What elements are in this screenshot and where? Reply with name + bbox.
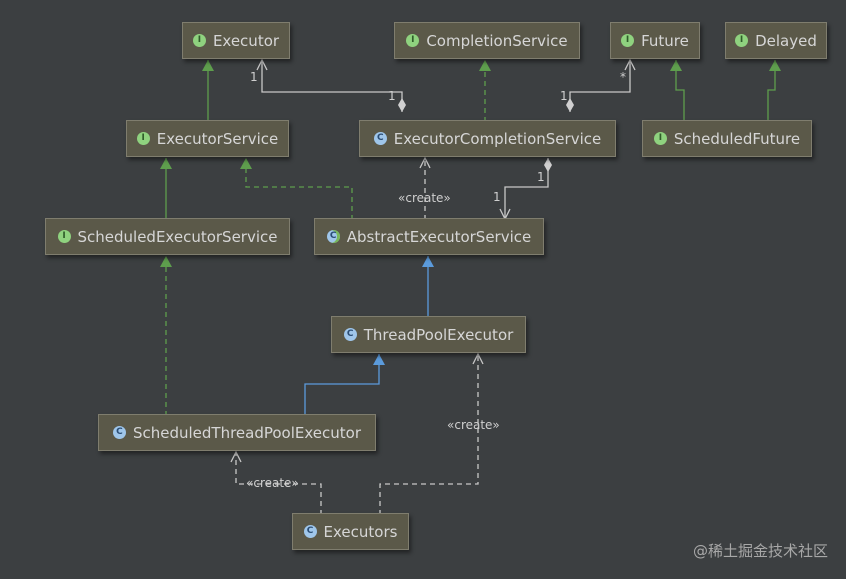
interface-icon: I xyxy=(136,132,150,145)
node-future[interactable]: I Future xyxy=(610,22,700,59)
node-scheduled-thread-pool-executor-label: ScheduledThreadPoolExecutor xyxy=(132,423,362,442)
node-scheduled-future-label: ScheduledFuture xyxy=(673,129,801,148)
node-completion-service[interactable]: I CompletionService xyxy=(394,22,580,59)
node-executor-service[interactable]: I ExecutorService xyxy=(126,120,289,157)
node-executor-label: Executor xyxy=(212,31,280,50)
multiplicity-ecs-future-end: 1 xyxy=(560,89,568,103)
multiplicity-aes-end: 1 xyxy=(493,190,501,204)
node-executor[interactable]: I Executor xyxy=(182,22,290,59)
class-icon: C xyxy=(343,328,357,341)
interface-icon: I xyxy=(621,34,635,47)
node-executor-service-label: ExecutorService xyxy=(156,129,279,148)
node-future-label: Future xyxy=(641,31,689,50)
edge-executorcompletionservice-has-abstractexecutorservice xyxy=(505,158,548,219)
edge-abstractexecutorservice-implements-executorservice xyxy=(240,158,353,220)
interface-icon: I xyxy=(406,34,420,47)
edge-executorcompletionservice-has-executor xyxy=(262,60,402,112)
watermark: @稀土掘金技术社区 xyxy=(692,542,828,560)
edge-executorcompletionservice-has-future xyxy=(570,60,630,112)
node-thread-pool-executor[interactable]: C ThreadPoolExecutor xyxy=(331,316,526,353)
multiplicity-future-end: * xyxy=(620,70,626,84)
node-scheduled-executor-service[interactable]: I ScheduledExecutorService xyxy=(45,218,290,255)
node-scheduled-future[interactable]: I ScheduledFuture xyxy=(642,120,812,157)
stereotype-create-scheduledthreadpoolexecutor: «create» xyxy=(246,476,299,490)
class-icon: C xyxy=(303,525,317,538)
node-scheduled-executor-service-label: ScheduledExecutorService xyxy=(77,227,278,246)
edge-executors-creates-scheduledthreadpoolexecutor xyxy=(236,452,322,515)
class-icon: C xyxy=(373,132,387,145)
abstract-class-icon: C xyxy=(326,230,340,243)
node-thread-pool-executor-label: ThreadPoolExecutor xyxy=(363,325,514,344)
node-scheduled-thread-pool-executor[interactable]: C ScheduledThreadPoolExecutor xyxy=(98,414,376,451)
node-delayed[interactable]: I Delayed xyxy=(725,22,827,59)
node-executors[interactable]: C Executors xyxy=(292,513,409,550)
multiplicity-ecs-executor-end: 1 xyxy=(388,89,396,103)
edge-scheduledthreadpoolexecutor-extends-threadpoolexecutor xyxy=(304,354,385,416)
multiplicity-ecs-aes-end: 1 xyxy=(537,170,545,184)
interface-icon: I xyxy=(57,230,71,243)
node-delayed-label: Delayed xyxy=(755,31,817,50)
multiplicity-executor-end: 1 xyxy=(250,70,258,84)
node-executors-label: Executors xyxy=(323,522,398,541)
node-abstract-executor-service[interactable]: C AbstractExecutorService xyxy=(314,218,544,255)
interface-icon: I xyxy=(192,34,206,47)
class-icon: C xyxy=(112,426,126,439)
edge-executors-creates-threadpoolexecutor xyxy=(379,354,478,515)
interface-icon: I xyxy=(653,132,667,145)
node-executor-completion-service[interactable]: C ExecutorCompletionService xyxy=(359,120,616,157)
stereotype-create-ecs: «create» xyxy=(398,191,451,205)
edge-scheduledfuture-extends-delayed xyxy=(767,60,781,122)
edge-scheduledfuture-extends-future xyxy=(670,60,685,122)
interface-icon: I xyxy=(735,34,749,47)
node-executor-completion-service-label: ExecutorCompletionService xyxy=(393,129,602,148)
node-completion-service-label: CompletionService xyxy=(426,31,568,50)
stereotype-create-threadpoolexecutor: «create» xyxy=(447,418,500,432)
node-abstract-executor-service-label: AbstractExecutorService xyxy=(346,227,532,246)
